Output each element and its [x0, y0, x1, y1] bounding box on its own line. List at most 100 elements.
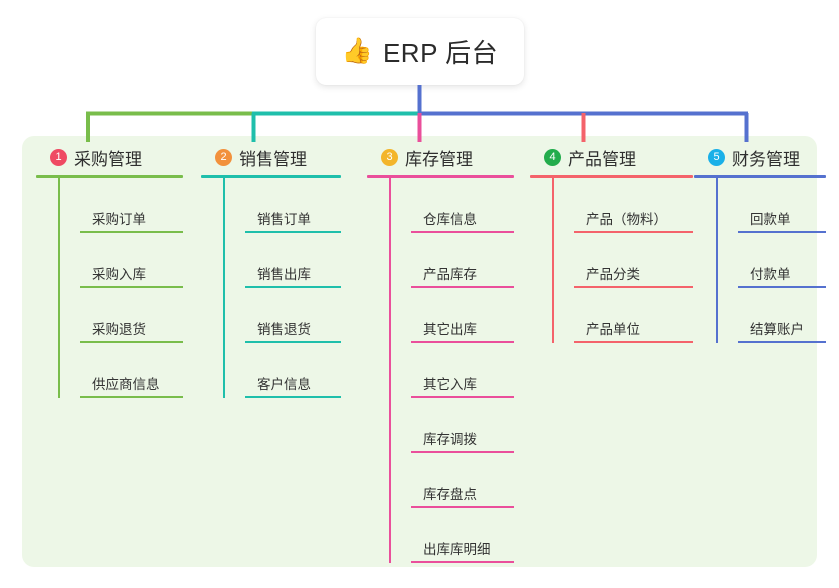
branch-item[interactable]: 仓库信息 [411, 178, 514, 233]
branch-spine-3 [389, 178, 391, 563]
branch-item-label: 销售订单 [257, 212, 311, 227]
branch-item[interactable]: 客户信息 [245, 343, 341, 398]
branch-item-label: 库存调拨 [423, 432, 477, 447]
branch-item-underline [245, 341, 341, 343]
branch-item[interactable]: 销售订单 [245, 178, 341, 233]
branch-rule-5 [694, 175, 826, 178]
branch-item-underline [245, 231, 341, 233]
branch-item-label: 销售出库 [257, 267, 311, 282]
branch-item-underline [738, 231, 826, 233]
branch-badge-4: 4 [544, 148, 561, 166]
branch-spine-5 [716, 178, 718, 343]
branch-title-1: 采购管理 [74, 149, 142, 169]
branch-item-label: 销售退货 [257, 322, 311, 337]
branch-spine-2 [223, 178, 225, 398]
branches-panel [22, 136, 817, 567]
branch-items-4: 产品（物料） 产品分类产品单位 [530, 178, 693, 343]
branch-badge-3: 3 [381, 148, 398, 166]
branch-item-label: 回款单 [750, 212, 791, 227]
root-node[interactable]: 👍 ERP 后台 [316, 18, 524, 85]
branch-item-underline [80, 396, 183, 398]
branch-items-5: 回款单付款单结算账户 [694, 178, 826, 343]
branch-item-label: 采购订单 [92, 212, 146, 227]
branch-item-label: 仓库信息 [423, 212, 477, 227]
branch-header-1[interactable]: 1 采购管理 [36, 144, 183, 170]
branch-item-label: 采购入库 [92, 267, 146, 282]
branch-item[interactable]: 其它入库 [411, 343, 514, 398]
branch-item-underline [80, 341, 183, 343]
branch-item[interactable]: 付款单 [738, 233, 826, 288]
branch-items-2: 销售订单销售出库销售退货客户信息 [201, 178, 341, 398]
branch-item-underline [574, 341, 693, 343]
branch-item[interactable]: 销售退货 [245, 288, 341, 343]
branch-column-1: 1 采购管理采购订单采购入库采购退货供应商信息 [36, 144, 183, 398]
branch-item[interactable]: 采购退货 [80, 288, 183, 343]
thumbs-up-icon: 👍 [341, 37, 373, 65]
branch-badge-5: 5 [708, 148, 725, 166]
branch-item-label: 产品单位 [586, 322, 640, 337]
branch-title-3: 库存管理 [405, 149, 473, 169]
branch-item[interactable]: 销售出库 [245, 233, 341, 288]
branch-item[interactable]: 采购订单 [80, 178, 183, 233]
branch-item-underline [245, 286, 341, 288]
branch-item-label: 结算账户 [750, 322, 804, 337]
branch-item-underline [411, 341, 514, 343]
branch-item-label: 产品分类 [586, 267, 640, 282]
branch-item-underline [738, 286, 826, 288]
branch-rule-1 [36, 175, 183, 178]
branch-item[interactable]: 产品单位 [574, 288, 693, 343]
branch-item-label: 出库库明细 [423, 542, 491, 557]
branch-rule-3 [367, 175, 514, 178]
branch-spine-1 [58, 178, 60, 398]
branch-item-underline [411, 451, 514, 453]
branch-item-label: 产品（物料） [586, 212, 667, 227]
branch-item[interactable]: 库存盘点 [411, 453, 514, 508]
branch-item-underline [411, 506, 514, 508]
branch-header-3[interactable]: 3 库存管理 [367, 144, 514, 170]
branch-items-1: 采购订单采购入库采购退货供应商信息 [36, 178, 183, 398]
branch-item-label: 库存盘点 [423, 487, 477, 502]
branch-item[interactable]: 结算账户 [738, 288, 826, 343]
branch-item-label: 其它出库 [423, 322, 477, 337]
branch-item-underline [411, 286, 514, 288]
branch-column-3: 3 库存管理仓库信息产品库存其它出库其它入库库存调拨库存盘点出库库明细 [367, 144, 514, 563]
branch-items-3: 仓库信息产品库存其它出库其它入库库存调拨库存盘点出库库明细 [367, 178, 514, 563]
branch-title-2: 销售管理 [239, 149, 307, 169]
branch-item-label: 其它入库 [423, 377, 477, 392]
branch-item-underline [574, 231, 693, 233]
branch-item[interactable]: 出库库明细 [411, 508, 514, 563]
branch-title-5: 财务管理 [732, 149, 800, 169]
branch-item[interactable]: 产品库存 [411, 233, 514, 288]
branch-item[interactable]: 其它出库 [411, 288, 514, 343]
branch-item[interactable]: 库存调拨 [411, 398, 514, 453]
root-node-title: ERP 后台 [382, 38, 499, 68]
branch-rule-2 [201, 175, 341, 178]
branch-column-4: 4 产品管理产品（物料） 产品分类产品单位 [530, 144, 693, 343]
branch-item-underline [80, 286, 183, 288]
branch-item-label: 客户信息 [257, 377, 311, 392]
branch-item[interactable]: 产品（物料） [574, 178, 693, 233]
branch-rule-4 [530, 175, 693, 178]
branch-item[interactable]: 供应商信息 [80, 343, 183, 398]
branch-item-underline [574, 286, 693, 288]
branch-badge-1: 1 [50, 148, 67, 166]
branch-header-4[interactable]: 4 产品管理 [530, 144, 693, 170]
branch-spine-4 [552, 178, 554, 343]
branch-item[interactable]: 采购入库 [80, 233, 183, 288]
branch-item[interactable]: 产品分类 [574, 233, 693, 288]
branch-item[interactable]: 回款单 [738, 178, 826, 233]
branch-item-underline [411, 231, 514, 233]
branch-item-underline [738, 341, 826, 343]
branch-title-4: 产品管理 [568, 149, 636, 169]
branch-header-5[interactable]: 5 财务管理 [694, 144, 826, 170]
branch-item-label: 采购退货 [92, 322, 146, 337]
branch-item-underline [411, 396, 514, 398]
branch-item-label: 付款单 [750, 267, 791, 282]
branch-item-underline [80, 231, 183, 233]
branch-item-label: 产品库存 [423, 267, 477, 282]
branch-item-underline [245, 396, 341, 398]
branch-item-underline [411, 561, 514, 563]
